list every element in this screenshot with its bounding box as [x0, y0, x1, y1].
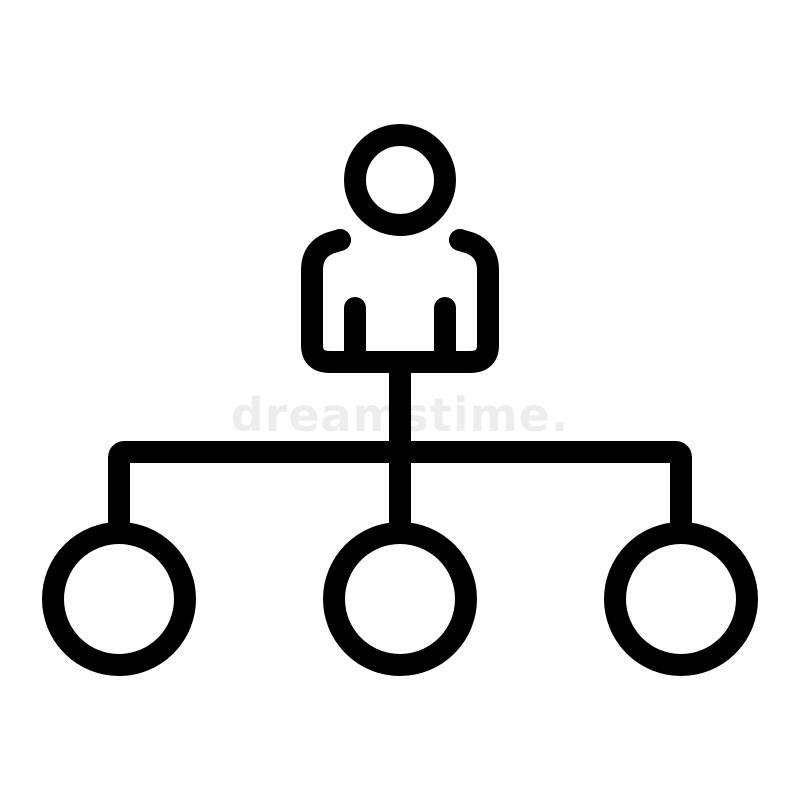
person-head [344, 124, 456, 236]
node-right [604, 522, 758, 676]
connector-branches [108, 441, 692, 528]
node-center [323, 522, 477, 676]
person-body [301, 229, 499, 373]
node-left [42, 522, 196, 676]
